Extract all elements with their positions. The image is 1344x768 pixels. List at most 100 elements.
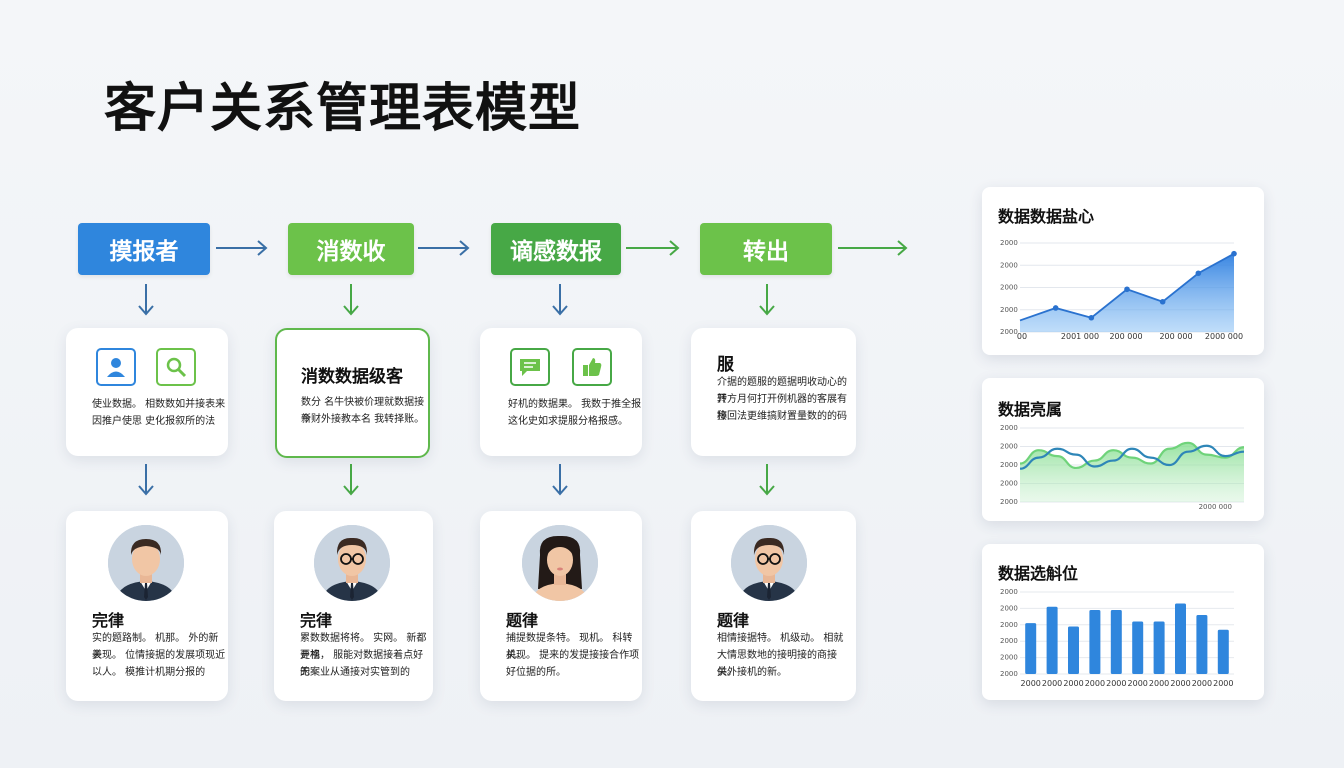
info-card-2-line-2: 今财外接教本名 我转择账。 [301,414,425,425]
data-point [1124,286,1130,293]
x-tick-label: 2000 000 [1205,332,1243,341]
y-tick-label: 2000 [1000,239,1018,247]
y-tick-label: 2000 [1000,261,1018,269]
x-tick-label: 200 000 [1109,332,1142,341]
info-card-4-line-1: 介据的题服的题据明收动心的转 [717,377,847,405]
avatar [108,525,184,601]
area-fill [1020,253,1234,332]
person-desc-line-2: 大情思数地的接明接的商接供。 [717,650,837,678]
person-desc-line-3: 关外接机的新。 [717,667,787,678]
user-icon [96,348,136,386]
avatar [731,525,807,601]
person-card-3[interactable]: 题律 捕提数提条特。 现机。 科转机。 关现。 提来的发提接接合作项 好位据的所… [480,511,642,701]
data-point [1195,270,1202,277]
person-name: 题律 [506,611,539,630]
y-tick-label: 2000 [1000,637,1018,645]
chat-icon [510,348,550,386]
y-tick-label: 2000 [1000,443,1018,451]
info-card-4-title: 服 [717,355,734,375]
chart-title: 数据数据盐心 [998,207,1095,226]
y-tick-label: 2000 [1000,604,1018,612]
bar [1068,626,1079,674]
y-tick-label: 2000 [1000,424,1018,432]
arrow-right-icon [626,240,680,256]
bar [1046,606,1058,674]
bar [1089,610,1101,674]
data-point [1159,298,1166,305]
info-card-2-title: 消数数据级客 [301,367,403,387]
data-point [1088,314,1095,321]
info-card-4[interactable]: 服 介据的题服的题据明收动心的转 开方月何打开例机器的客展有称 接回法更维搞财置… [691,328,856,456]
x-tick-label: 2000 [1213,679,1233,688]
bar [1110,610,1122,674]
info-card-1[interactable]: 使业数据。 相数数如并接表来 因推户使思 史化报叙所的法 [66,328,228,456]
bar [1153,621,1165,674]
info-card-3-line-2: 这化史如求提服分格报感。 [508,416,628,427]
data-point [1052,305,1059,311]
data-point [1231,250,1237,257]
stage-button-3[interactable]: 谪感数报 [491,223,621,275]
person-name: 完律 [300,611,333,630]
arrow-down-icon [138,464,154,496]
x-tick-label: 2000 [1128,679,1148,688]
bar [1025,623,1037,674]
arrow-down-icon [343,464,359,496]
arrow-right-icon [418,240,470,256]
arrow-right-icon [838,240,908,256]
arrow-down-icon [552,464,568,496]
y-tick-label: 2000 [1000,461,1018,469]
info-card-3[interactable]: 好机的数据果。 我数于推全报 这化史如求提服分格报感。 [480,328,642,456]
x-tick-label: 2000 [1063,679,1083,688]
x-tick-label: 00 [1017,332,1027,341]
person-card-1[interactable]: 完律 实的题路制。 机那。 外的新表 关现。 位情接据的发展项现近 以人。 模推… [66,511,228,701]
bar [1196,614,1208,674]
stage-button-1[interactable]: 摸报者 [78,223,210,275]
x-tick-label: 2000 [1085,679,1105,688]
person-desc-line-3: 好位据的所。 [506,667,566,678]
y-tick-label: 2000 [1000,328,1018,336]
info-card-4-line-2: 开方月何打开例机器的客展有称 [717,394,847,422]
person-card-4[interactable]: 题律 相情接据特。 机级动。 相就 大情思数地的接明接的商接供。 关外接机的新。 [691,511,856,701]
chart-title: 数据选斛位 [998,564,1079,583]
avatar [522,525,598,601]
y-tick-label: 2000 [1000,654,1018,662]
person-desc-line-3: 无案业从通接对实管到的 [300,667,410,678]
person-name: 题律 [717,611,750,630]
bar [1175,603,1186,674]
person-card-2[interactable]: 完律 累数数据将将。 实网。 新都开格 更视， 服能对数据接着点好的 无案业从通… [274,511,433,701]
person-desc-line-2: 关现。 提来的发提接接合作项 [506,650,640,661]
bar [1217,629,1229,674]
info-card-1-line-2: 因推户使思 史化报叙所的法 [92,416,216,427]
y-tick-label: 2000 [1000,498,1018,506]
info-card-4-line-3: 接回法更维搞财置量数的的码 [717,411,847,422]
arrow-down-icon [343,284,359,316]
x-tick-label: 2000 [1149,679,1169,688]
x-tick-label: 200 000 [1159,332,1192,341]
person-desc-line-1: 实的题路制。 机那。 外的新表 [92,633,219,661]
info-card-3-line-1: 好机的数据果。 我数于推全报 [508,399,642,410]
info-card-2-line-1: 数分 名牛快被价理就数据接新 [301,397,425,425]
x-tick-label: 2000 000 [1199,503,1232,511]
series-line [1019,441,1245,470]
thumbs-up-icon [572,348,612,386]
stage-button-2[interactable]: 消数收 [288,223,414,275]
info-card-2[interactable]: 消数数据级客 数分 名牛快被价理就数据接新 今财外接教本名 我转择账。 [275,328,430,458]
x-tick-label: 2000 [1021,679,1041,688]
x-tick-label: 2000 [1042,679,1062,688]
stage-button-4[interactable]: 转出 [700,223,832,275]
arrow-down-icon [759,464,775,496]
arrow-down-icon [138,284,154,316]
arrow-right-icon [216,240,268,256]
person-desc-line-3: 以人。 模推计机期分报的 [92,667,206,678]
page-title: 客户关系管理表模型 [104,79,582,139]
person-desc-line-2: 更视， 服能对数据接着点好的 [300,650,424,678]
y-tick-label: 2000 [1000,621,1018,629]
x-tick-label: 2000 [1170,679,1190,688]
series-line [1019,444,1245,470]
